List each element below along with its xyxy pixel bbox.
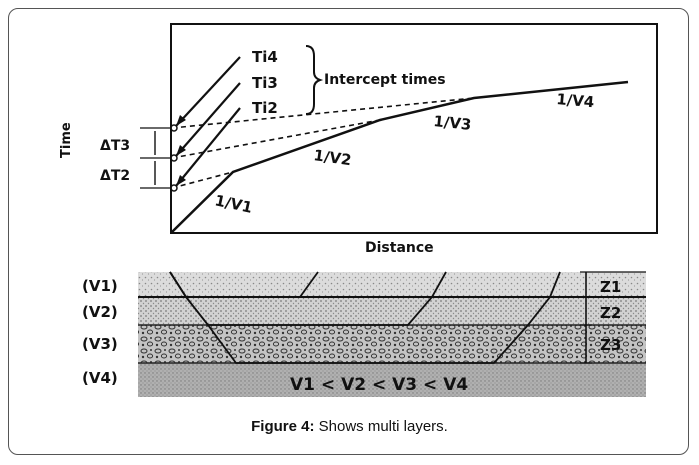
intercept-brace xyxy=(305,45,324,115)
x-axis-label: Distance xyxy=(365,240,434,256)
ray-path-3 xyxy=(169,271,561,364)
slope-label-v1: 1/V1 xyxy=(213,191,254,217)
layer-4 xyxy=(138,363,646,397)
layer-3 xyxy=(138,325,646,363)
layer-2 xyxy=(138,297,646,325)
label-v3: (V3) xyxy=(82,335,118,353)
slope-label-v2: 1/V2 xyxy=(312,146,352,169)
leader-ti2 xyxy=(175,107,241,187)
label-v4: (V4) xyxy=(82,369,118,387)
intercept-times-label: Intercept times xyxy=(324,72,446,88)
slope-label-v3: 1/V3 xyxy=(433,112,473,134)
label-z3: Z3 xyxy=(600,336,621,354)
label-delta-t2: ΔT2 xyxy=(100,168,130,184)
label-v2: (V2) xyxy=(82,303,118,321)
caption-text: Shows multi layers. xyxy=(318,418,448,435)
label-v1: (V1) xyxy=(82,277,118,295)
label-ti3: Ti3 xyxy=(252,74,278,92)
arrowhead xyxy=(176,175,186,186)
leader-ti3 xyxy=(175,82,241,157)
arrowhead xyxy=(176,115,186,126)
slope-label-v4: 1/V4 xyxy=(556,90,595,111)
label-z2: Z2 xyxy=(600,304,621,322)
y-axis-label: Time xyxy=(59,122,74,158)
extrapolation-v4 xyxy=(171,97,475,129)
velocity-relation: V1 < V2 < V3 < V4 xyxy=(290,375,468,395)
figure-caption: Figure 4: Shows multi layers. xyxy=(0,418,699,435)
leader-ti4 xyxy=(175,56,241,127)
label-ti4: Ti4 xyxy=(252,48,278,66)
arrowhead xyxy=(176,145,186,156)
label-delta-t3: ΔT3 xyxy=(100,138,130,154)
layer-1 xyxy=(138,272,646,297)
caption-lead: Figure 4: xyxy=(251,418,315,435)
label-z1: Z1 xyxy=(600,278,621,296)
extrapolation-v2 xyxy=(171,171,234,189)
label-ti2: Ti2 xyxy=(252,99,278,117)
